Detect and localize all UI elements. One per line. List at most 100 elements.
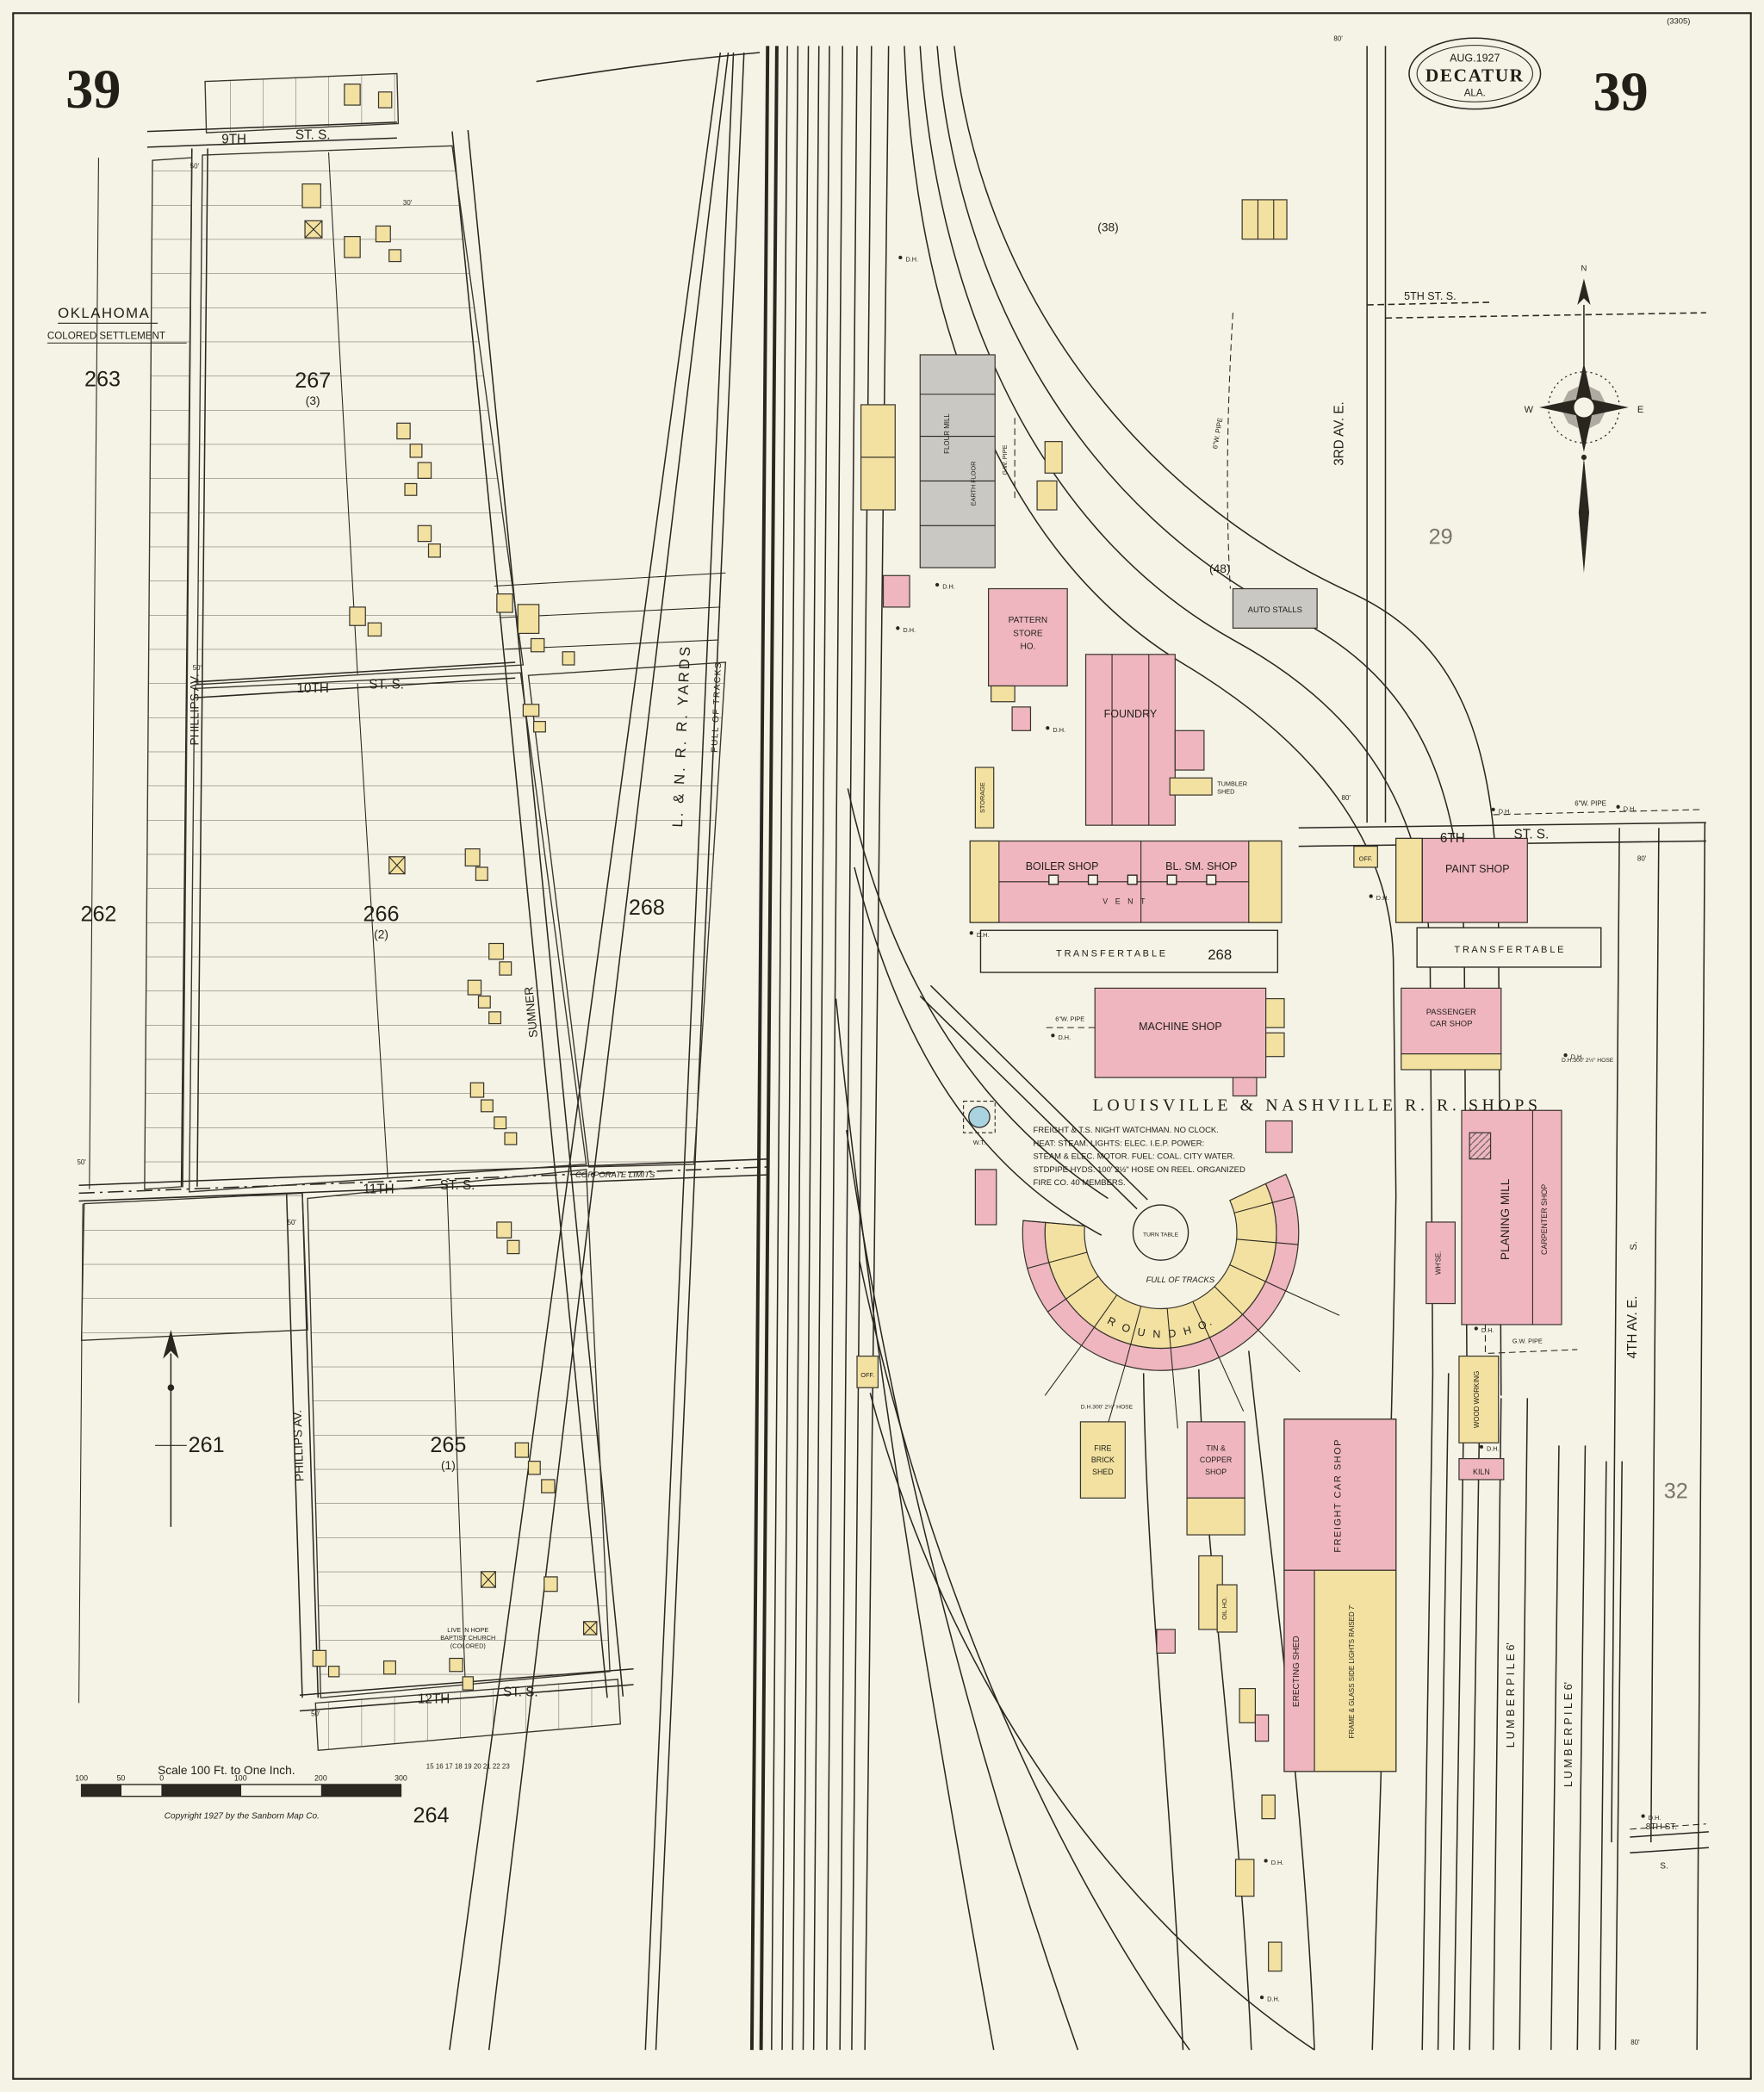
building-footprint (1232, 1077, 1258, 1097)
auto-stalls-label: AUTO STALLS (1248, 605, 1302, 615)
settlement-subtitle: COLORED SETTLEMENT (47, 332, 165, 342)
passenger-car-shop-building (1401, 987, 1502, 1055)
church-label-2: BAPTIST CHURCH (440, 1634, 495, 1642)
transfer-table-west-label: T R A N S F E R T A B L E (1056, 949, 1165, 959)
map-scale: Scale 100 Ft. to One Inch. 100 50 0 100 … (75, 1764, 407, 1822)
dimension-label: 80' (1342, 794, 1351, 802)
street-label-3rd-ave: 3RD AV. E. (1332, 401, 1347, 466)
block-number-261: 261 (189, 1433, 225, 1457)
block-number-29: 29 (1429, 525, 1453, 549)
compass-north-label: N (1581, 264, 1587, 273)
dimension-label: 50' (77, 1158, 86, 1166)
pattern-store-label-3: HO. (1020, 642, 1035, 652)
planing-mill-label: PLANING MILL (1499, 1178, 1512, 1260)
dh-label: D.H. (942, 583, 955, 591)
compass-west-label: W (1525, 405, 1534, 415)
railroad-tracks (449, 46, 1623, 2051)
tin-copper-label-1: TIN & (1206, 1443, 1226, 1452)
dh-label: D.H. (1267, 1996, 1280, 2003)
freight-car-shop-upper (1283, 1418, 1397, 1571)
machine-shop-building (1094, 987, 1267, 1078)
dimension-label: 50' (190, 162, 200, 170)
block-number-267: 267 (295, 369, 331, 393)
sheet-number-left: 39 (65, 59, 121, 120)
paint-shop-label: PAINT SHOP (1445, 863, 1510, 875)
office-label: OFF. (1359, 854, 1373, 862)
street-label-phillips-lower: PHILLIPS AV. (291, 1410, 307, 1482)
mill-building (919, 354, 996, 568)
building-footprint (969, 840, 1000, 923)
frame-note-label: FRAME & GLASS SIDE LIGHTS RAISED 7' (1348, 1605, 1356, 1739)
full-of-tracks-label-left: FULL OF TRACKS (710, 661, 724, 753)
scale-tick: 0 (159, 1773, 164, 1782)
freight-car-shop-lower (1314, 1569, 1397, 1772)
street-label-11th: 11TH (363, 1182, 394, 1196)
office-building (1353, 845, 1378, 868)
street-label-12th: 12TH (418, 1692, 450, 1706)
dimension-label: 80' (1630, 2039, 1640, 2046)
building-footprint (1268, 1941, 1283, 1972)
lumber-pile-label-2: L U M B E R P I L E 6' (1562, 1682, 1575, 1787)
building-footprint (974, 1169, 997, 1226)
notes-line-2: HEAT: STEAM. LIGHTS: ELEC. I.E.P. POWER: (1033, 1139, 1204, 1148)
dwelling-footprints (301, 84, 598, 1691)
street-label-6th: 6TH (1440, 831, 1465, 846)
building-footprint (882, 574, 910, 608)
oil-house-label: OIL HO. (1221, 1597, 1228, 1620)
street-label-9th: 9TH (221, 132, 246, 146)
compass-east-label: E (1637, 405, 1643, 415)
building-footprint (1265, 997, 1285, 1028)
mill-label-2: EARTH FLOOR (969, 462, 977, 506)
reference-number-38: (38) (1097, 221, 1118, 234)
blacksmith-shop-label: BL. SM. SHOP (1165, 860, 1237, 872)
building-footprint (1174, 729, 1205, 771)
warehouse-label: WH'SE. (1435, 1251, 1443, 1275)
church-label-3: (COLORED) (450, 1642, 486, 1649)
block-number-266: 266 (363, 903, 400, 927)
north-arrow (155, 1330, 187, 1527)
pipe-label: G.W. PIPE (1001, 444, 1009, 475)
building-footprint (1044, 441, 1063, 474)
lot-numbers-row: 15 16 17 18 19 20 21 22 23 (426, 1763, 511, 1771)
notes-line-1: FREIGHT & T.S. NIGHT WATCHMAN. NO CLOCK. (1033, 1126, 1218, 1135)
street-label-4th-ave: 4TH AV. E. (1625, 1296, 1640, 1359)
water-tank-enclosure (963, 1101, 996, 1133)
dimension-label: 80' (1333, 34, 1343, 42)
dh-label: D.H. (977, 931, 990, 939)
block-number-265-alt: (1) (441, 1459, 456, 1472)
city-blocks (80, 72, 727, 1752)
freight-car-shop-label: FREIGHT CAR SHOP (1333, 1438, 1344, 1553)
foundry-building (1084, 654, 1176, 826)
building-footprint (1036, 480, 1058, 511)
street-label-10th: 10TH (297, 681, 329, 696)
kiln-label: KILN (1473, 1468, 1490, 1476)
street-label-8th-s: S. (1660, 1862, 1668, 1872)
storage-label: STORAGE (978, 782, 986, 813)
hydrant-marks: D.H. D.H. D.H. D.H. D.H. D.H. D.H. D.H. … (896, 256, 1661, 2003)
pattern-store-house (988, 587, 1068, 687)
dh-label: D.H. (1499, 807, 1512, 815)
oil-house (1216, 1584, 1238, 1633)
block-number-265: 265 (430, 1433, 466, 1457)
building-footprint (1401, 1053, 1502, 1071)
building-footprint (1261, 1794, 1276, 1820)
block-number-267-alt: (3) (306, 394, 320, 407)
pipe-label: 6"W. PIPE (1575, 799, 1606, 807)
date-badge: AUG.1927 DECATUR ALA. (1408, 37, 1542, 110)
settlement-title: OKLAHOMA (58, 305, 150, 321)
corporate-limits-label: CORPORATE LIMITS (575, 1170, 655, 1180)
street-label-phillips-upper: PHILLIPS AV. (188, 674, 201, 745)
kiln-building (1458, 1457, 1505, 1481)
building-footprint (1254, 1714, 1270, 1742)
scale-tick: 200 (314, 1773, 327, 1782)
erecting-shed-label: ERECTING SHED (1292, 1636, 1301, 1707)
block-number-268-yard: 268 (1208, 947, 1232, 963)
scale-tick: 100 (234, 1773, 247, 1782)
block-number-266-alt: (2) (374, 928, 388, 940)
dimension-label: 50' (193, 664, 202, 672)
badge-date: AUG.1927 (1450, 53, 1500, 65)
block-number-32: 32 (1664, 1479, 1688, 1503)
tin-copper-label-2: COPPER (1200, 1456, 1232, 1464)
building-footprint (1239, 1687, 1257, 1723)
